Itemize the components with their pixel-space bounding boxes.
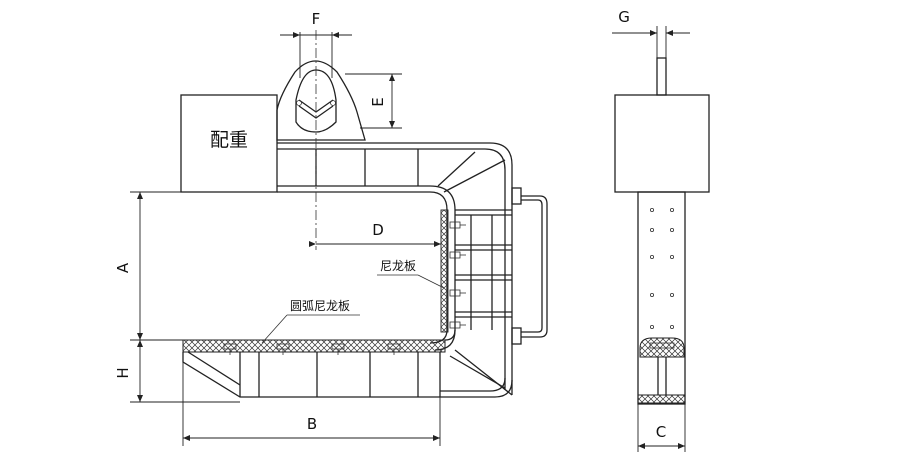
side-counterweight (614, 94, 710, 193)
dimension-E: E (345, 73, 402, 129)
dimension-B: B (182, 362, 441, 446)
vertical-nylon-guide (429, 185, 512, 351)
dimension-A-label: A (114, 262, 132, 273)
nylon-plate-callout: 尼龙板 (377, 259, 445, 289)
dimension-F-label: F (312, 10, 321, 28)
side-view: G C (612, 8, 710, 452)
side-holes (650, 207, 675, 329)
dimension-H: H (114, 340, 240, 403)
upper-frame (277, 142, 513, 193)
lower-frame (182, 329, 513, 398)
dimension-C: C (637, 404, 686, 452)
arc-nylon-plate-label: 圆弧尼龙板 (290, 299, 350, 313)
dimension-D-label: D (372, 221, 384, 239)
dimension-G-label: G (618, 8, 630, 26)
lifting-lug (276, 60, 366, 141)
arc-nylon-plate-callout: 圆弧尼龙板 (261, 299, 360, 344)
dimension-D: D (309, 221, 441, 247)
dimension-E-label: E (369, 97, 387, 106)
dimension-F: F (280, 10, 352, 78)
dimension-C-label: C (656, 423, 666, 441)
front-view: 配重 (114, 10, 548, 446)
counterweight-label: 配重 (210, 129, 248, 151)
side-column (637, 191, 686, 405)
side-nylon-section (637, 337, 686, 404)
nylon-plate-label: 尼龙板 (380, 259, 416, 273)
dimension-B-label: B (307, 415, 317, 433)
dimension-A: A (114, 191, 183, 341)
right-frame-handle (504, 187, 548, 395)
side-rod (656, 57, 667, 96)
dimension-H-label: H (114, 367, 132, 378)
dimension-G: G (612, 8, 690, 58)
